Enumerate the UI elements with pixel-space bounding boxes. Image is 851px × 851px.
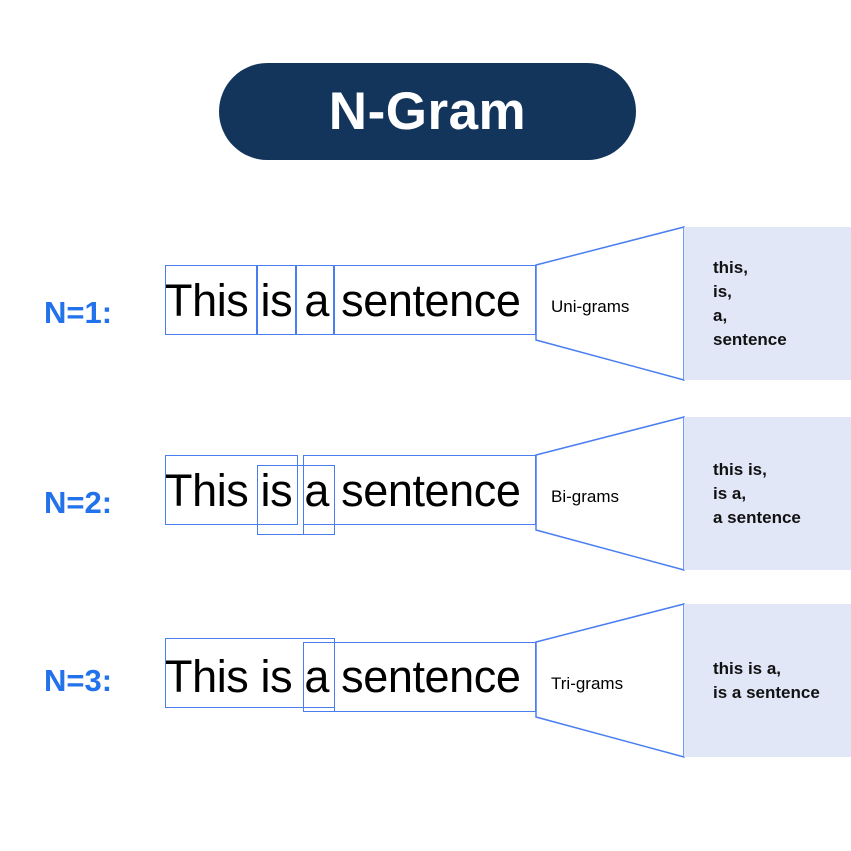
output-line: is a sentence xyxy=(713,682,820,702)
ngram-row-n1: N=1: This is a sentence Uni-grams this, … xyxy=(0,220,851,410)
output-line: this, xyxy=(713,257,748,277)
output-line: is, xyxy=(713,281,732,301)
gram-label-unigrams: Uni-grams xyxy=(551,297,630,316)
gram-label-bigrams: Bi-grams xyxy=(551,487,620,506)
row-label-n3: N=3: xyxy=(44,663,113,698)
page-title: N-Gram xyxy=(328,82,527,141)
funnel-shape-n3 xyxy=(535,603,685,758)
output-panel-n3: this is a, is a sentence xyxy=(684,604,851,757)
output-line: this is, xyxy=(713,459,767,479)
output-line: this is a, xyxy=(713,658,782,678)
funnel-shape-n1 xyxy=(535,226,685,381)
token-box-is-a-sentence xyxy=(303,642,536,712)
token-box-sentence xyxy=(334,265,536,335)
token-box-is xyxy=(257,265,296,335)
output-line: a, xyxy=(713,305,728,325)
output-line: a sentence xyxy=(713,507,801,527)
funnel-shape-n2 xyxy=(535,416,685,571)
diagram-title-pill: N-Gram xyxy=(219,63,636,160)
output-line: sentence xyxy=(713,329,787,349)
token-box-a-highlight xyxy=(303,642,335,712)
row-label-n1: N=1: xyxy=(44,295,113,330)
output-panel-n2: this is, is a, a sentence xyxy=(684,417,851,570)
row-label-n2: N=2: xyxy=(44,485,113,520)
output-line: is a, xyxy=(713,483,747,503)
gram-label-trigrams: Tri-grams xyxy=(551,674,624,693)
output-panel-n1: this, is, a, sentence xyxy=(684,227,851,380)
token-box-this xyxy=(165,265,257,335)
token-box-a-sentence xyxy=(303,455,536,525)
token-box-a-sentence-offset xyxy=(303,465,335,535)
token-box-a xyxy=(296,265,334,335)
token-box-this-is xyxy=(165,455,298,525)
ngram-row-n2: N=2: This is a sentence Bi-grams this is… xyxy=(0,410,851,600)
ngram-row-n3: N=3: This is a sentence Tri-grams this i… xyxy=(0,600,851,790)
